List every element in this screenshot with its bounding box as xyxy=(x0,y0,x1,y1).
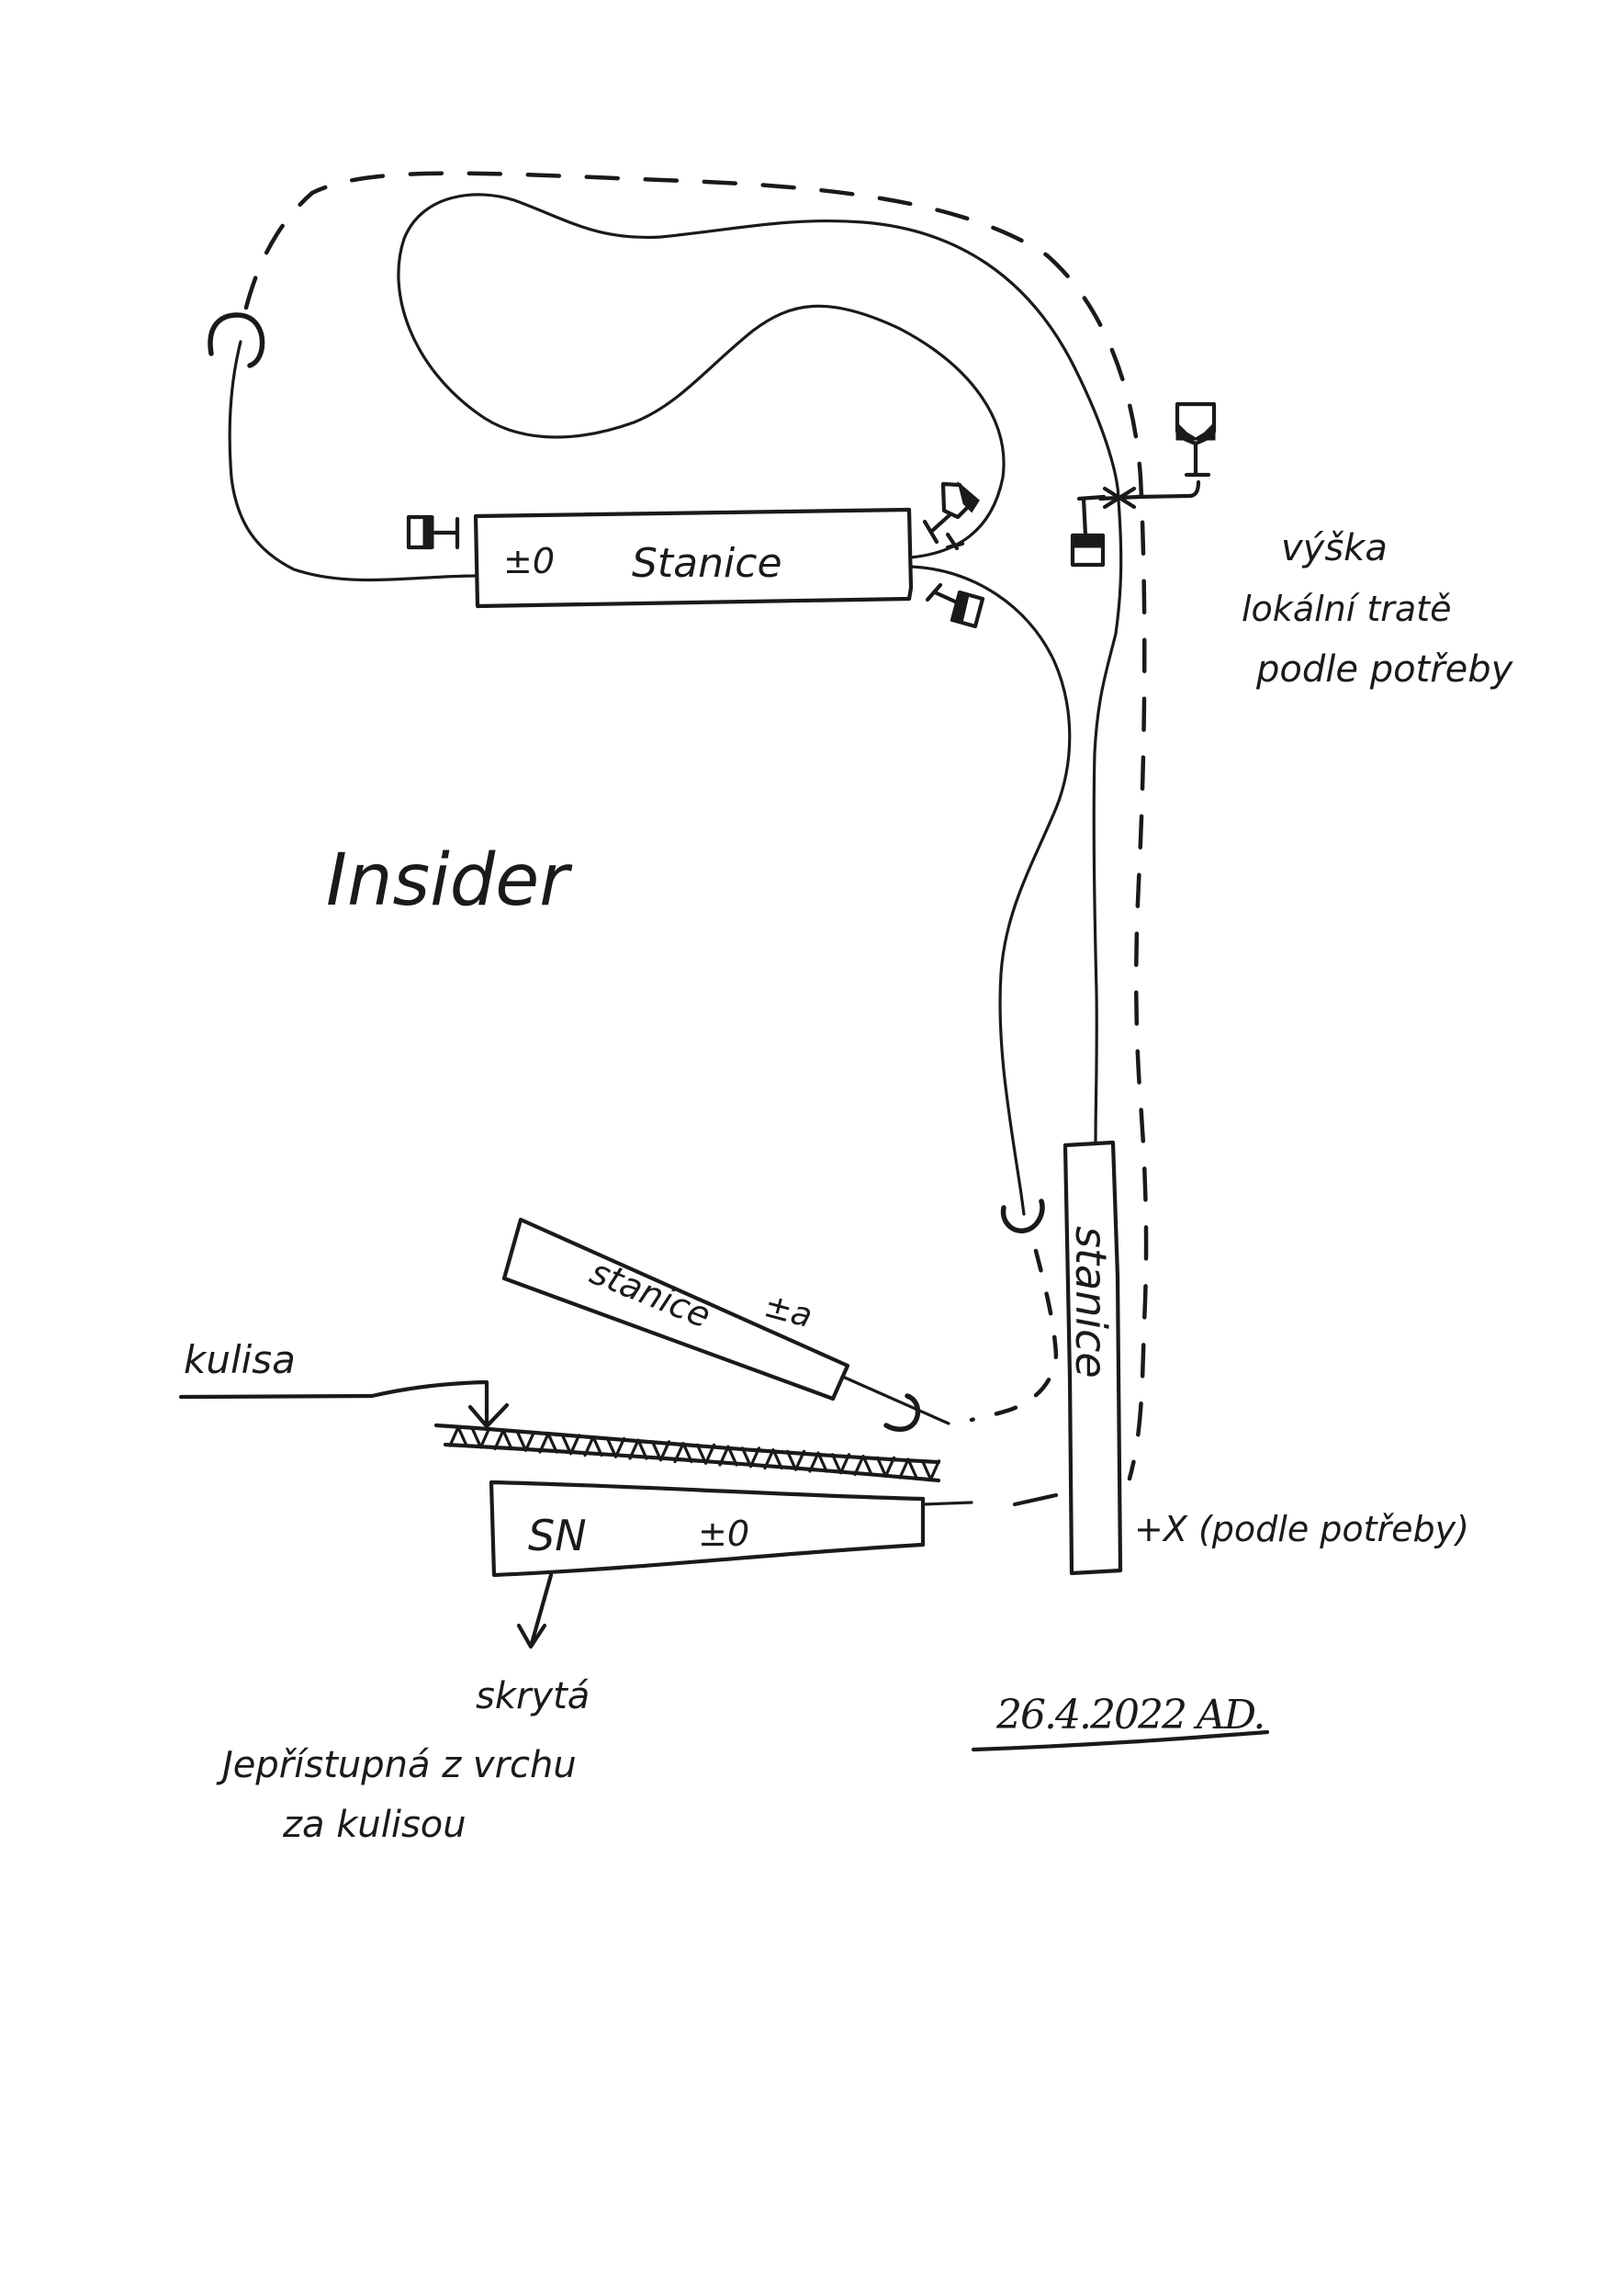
page-title: Insider xyxy=(326,839,573,922)
station-vertical-note: +X (podle potřeby) xyxy=(1134,1509,1469,1549)
station-hidden-name: SN xyxy=(528,1511,587,1560)
station-top-level: ±0 xyxy=(503,541,555,581)
backdrop-label: kulisa xyxy=(184,1337,296,1382)
station-angled-name: stanice xyxy=(585,1252,716,1336)
hidden-note-line-2: Jepřístupná z vrchu xyxy=(216,1744,577,1786)
track-end-icon xyxy=(208,312,265,368)
crossing-icon xyxy=(1097,486,1141,510)
dashed-hidden-connection xyxy=(1012,1492,1059,1507)
track-hidden-station-exit xyxy=(921,1501,973,1506)
track-end-icon xyxy=(1000,1199,1045,1233)
dashed-upper-track xyxy=(243,171,1149,1481)
station-angled: stanice ±a xyxy=(501,1217,850,1401)
track-left-to-station xyxy=(228,340,477,582)
note-line-1: výška xyxy=(1281,527,1388,569)
arrow-down-icon xyxy=(467,1402,510,1429)
track-lower-branch xyxy=(909,565,1072,1216)
backdrop-pointer-line xyxy=(178,1379,489,1429)
signal-icon xyxy=(1070,533,1106,568)
signal-icon xyxy=(1175,401,1217,478)
station-hidden-level: ±0 xyxy=(698,1514,749,1554)
signature-text: 26.4.2022 AD. xyxy=(995,1692,1264,1739)
track-main-vertical xyxy=(1092,499,1123,1145)
hidden-note-line-3: za kulisou xyxy=(282,1804,467,1846)
signal-wire-right xyxy=(1134,479,1201,500)
dashed-lower-connection xyxy=(969,1248,1059,1423)
hidden-note-line-1: skrytá xyxy=(476,1675,590,1717)
signature: 26.4.2022 AD. xyxy=(971,1692,1270,1752)
note-line-2: lokální tratě xyxy=(1242,589,1451,629)
note-line-3: podle potřeby xyxy=(1255,648,1514,691)
station-top: ±0 Stanice xyxy=(473,507,914,609)
backdrop-hatch-icon xyxy=(433,1423,941,1483)
hidden-station-note: skrytá Jepřístupná z vrchu za kulisou xyxy=(216,1675,590,1846)
signal-wire-left xyxy=(1076,494,1107,538)
track-inner-loop xyxy=(397,193,1120,559)
station-top-name: Stanice xyxy=(632,540,782,587)
signal-icon xyxy=(406,514,460,550)
station-hidden: SN ±0 xyxy=(489,1480,926,1578)
signal-icon xyxy=(922,480,980,551)
track-end-icon xyxy=(883,1393,921,1432)
station-vertical: stanice xyxy=(1062,1140,1123,1576)
signal-icon xyxy=(925,582,985,629)
station-vertical-name: stanice xyxy=(1066,1226,1116,1379)
signature-underline xyxy=(971,1729,1270,1752)
track-angled-station-exit xyxy=(843,1376,950,1425)
local-track-height-note: výška lokální tratě podle potřeby xyxy=(1242,527,1514,691)
arrow-down-icon xyxy=(516,1572,554,1649)
